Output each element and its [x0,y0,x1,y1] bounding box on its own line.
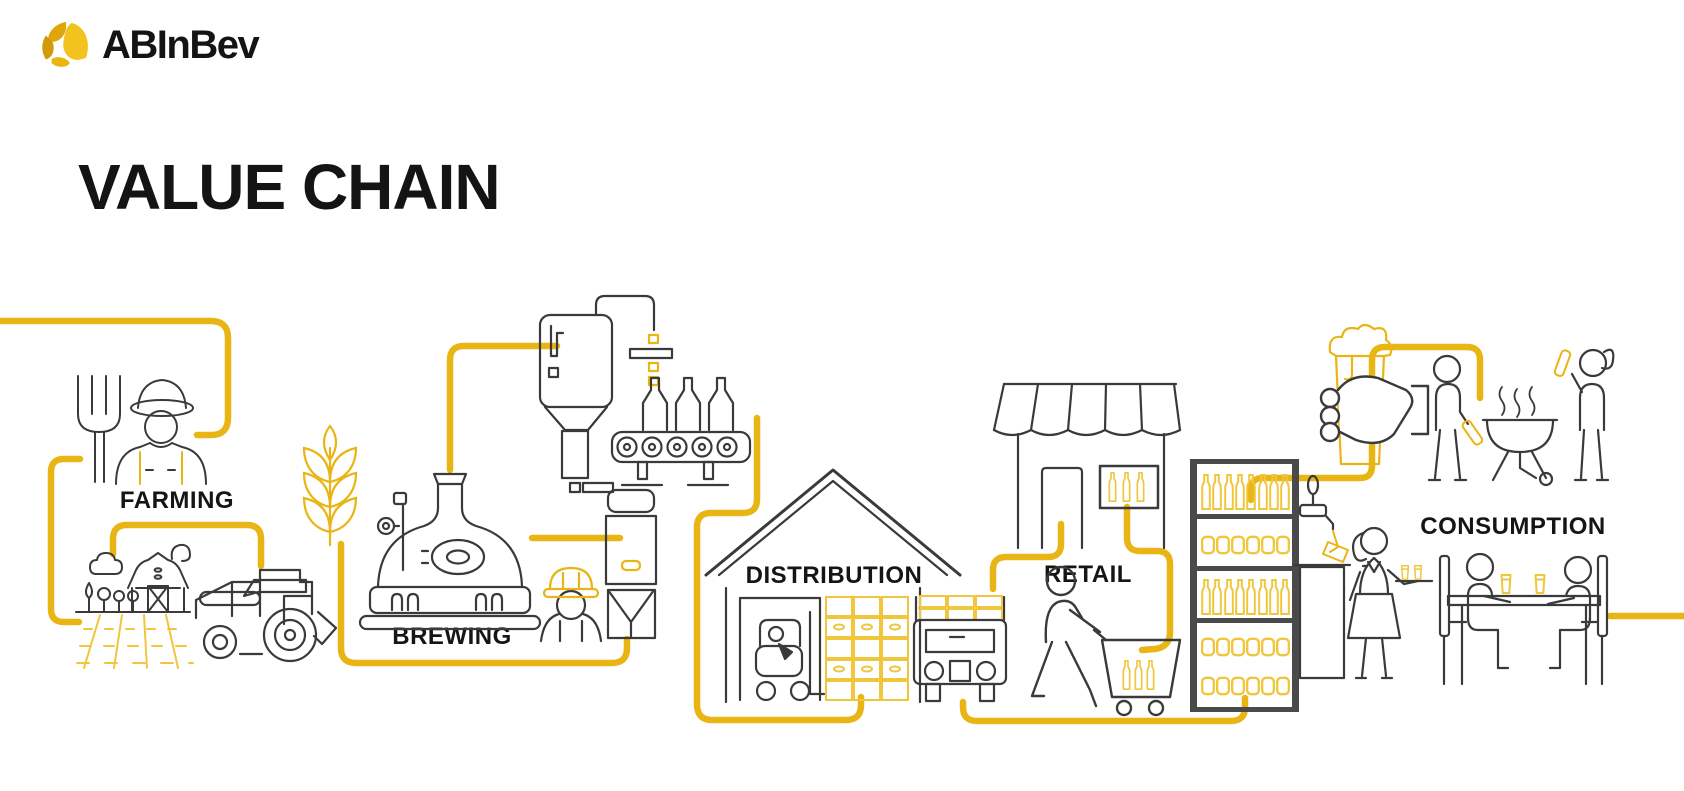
barn-field-icon [75,543,194,669]
wheat-icon [302,424,358,547]
fermentation-tank-icon [538,294,674,494]
crate-stack-icon [825,596,909,701]
forklift-icon [754,610,826,702]
farmer-icon [115,378,207,485]
diners-table-icon [1438,552,1609,686]
bottle-shelf-icon [1190,459,1299,712]
stage-label-brewing: BREWING [392,623,512,650]
brewery-worker-icon [539,566,603,643]
grain-hopper-icon [581,481,658,640]
pitchfork-icon [77,375,121,483]
page-title: VALUE CHAIN [78,151,501,223]
hand-beer-glass-icon [1319,323,1430,466]
hops-seed-logo-icon [42,21,88,67]
shopper-cart-icon [1030,565,1182,717]
delivery-truck-icon [912,595,1008,703]
stage-label-distribution: DISTRIBUTION [745,562,923,589]
brand-header: ABInBev [40,20,260,70]
stage-label-farming: FARMING [119,487,235,514]
brand-name: ABInBev [102,22,260,67]
brew-kettle-icon [358,472,542,631]
harvester-icon [194,568,338,663]
cloud-icon [89,552,123,575]
bottling-line-icon [610,376,752,487]
beer-tap-icon [1292,474,1352,680]
barbecue-icon [1427,348,1615,487]
waitress-icon [1346,526,1434,680]
stage-label-consumption: CONSUMPTION [1420,513,1606,540]
warehouse-icon [704,468,962,704]
stage-label-retail: RETAIL [1044,561,1132,588]
storefront-icon [992,382,1182,550]
